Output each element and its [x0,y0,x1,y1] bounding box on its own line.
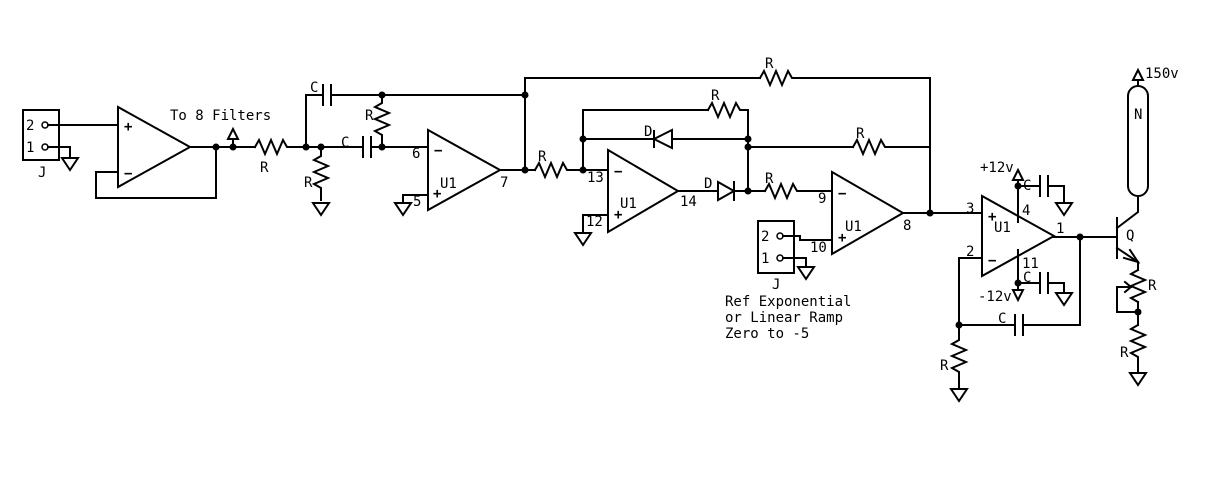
plus-sign: + [838,230,846,246]
capacitor [1039,272,1049,294]
plus-sign: + [988,209,996,225]
ref-note-line-2: or Linear Ramp [725,310,843,326]
pin-number: 9 [818,191,826,207]
ref-note-line-1: Ref Exponential [725,294,851,310]
pin-number: 14 [680,194,697,210]
pin-number: 13 [587,170,604,186]
opamp-label: U1 [620,196,637,212]
opamp-label: U1 [440,176,457,192]
pin-number: 6 [412,146,420,162]
resistor [949,324,969,389]
capacitor-label: C [310,80,318,96]
resistor [758,68,931,214]
neon-lamp: N [1127,85,1149,197]
diode [717,180,737,202]
resistor-label: R [365,108,374,124]
pin-number: 7 [500,175,508,191]
jack-pin-2: 2 [761,229,769,245]
ground-symbol [1054,292,1074,307]
resistor [533,160,609,180]
capacitor-label: C [1023,270,1031,286]
ground-symbol [1128,372,1148,387]
resistor [253,137,307,157]
potentiometer [1128,268,1148,304]
reference-jack: 2 1 J [757,220,795,293]
resistor [706,100,749,120]
jack-pin-1: 1 [26,140,34,156]
output-arrow-icon [226,126,240,148]
resistor [851,137,931,157]
resistor-label: R [856,126,865,142]
to-filters-label: To 8 Filters [170,108,271,124]
resistor-label: R [260,160,269,176]
ground-symbol [1054,202,1074,217]
opamp-u1-c: − + U1 [831,170,905,256]
ground-symbol [393,202,413,217]
jack-pin-2: 2 [26,118,34,134]
ref-note-line-3: Zero to -5 [725,326,809,342]
resistor-label: R [1120,345,1129,361]
ground-symbol [796,266,816,281]
pin-number: 8 [903,218,911,234]
opamp-u1-a: − + U1 [427,128,503,212]
resistor-label: R [538,149,547,165]
ground-symbol [60,157,80,172]
opamp-label: U1 [994,220,1011,236]
plus-sign: + [433,186,441,202]
pin-number: 10 [810,240,827,256]
pin-number: 2 [966,244,974,260]
opamp-buffer: + − [117,105,193,189]
ground-symbol [311,202,331,217]
capacitor [322,84,332,106]
minus-sign: − [838,186,846,202]
diode [651,128,673,150]
resistor-label: R [1148,278,1157,294]
diode-label: D [644,124,652,140]
pin-number: 1 [1056,221,1064,237]
pin-number: 11 [1022,256,1039,272]
supply-arrow-icon [1011,289,1025,303]
resistor [372,94,392,148]
minus-sign: − [614,164,622,180]
minus-sign: − [988,253,996,269]
capacitor-label: C [1023,178,1031,194]
ground-symbol [949,388,969,403]
transistor-label: Q [1126,228,1134,244]
resistor [311,146,331,201]
ground-symbol [573,232,593,247]
capacitor [362,136,372,158]
resistor [763,181,833,201]
minus-sign: − [124,166,132,182]
jack-pin-1: 1 [761,251,769,267]
opamp-label: U1 [845,219,862,235]
minus-sign: − [434,143,442,159]
opamp-u1-b: − + U1 [607,148,680,234]
capacitor-label: C [341,135,349,151]
pin-number: 5 [413,194,421,210]
capacitor-label: C [998,311,1006,327]
pin-number: 12 [586,214,603,230]
plus-sign: + [614,207,622,223]
supply-arrow-icon [1131,67,1145,81]
resistor-label: R [711,88,720,104]
plus-sign: + [124,119,132,135]
capacitor [1039,175,1049,197]
neon-label: N [1134,107,1142,123]
hv-label: 150v [1145,66,1179,82]
pin-number: 3 [966,201,974,217]
resistor-label: R [940,358,949,374]
jack-label: J [772,277,780,293]
input-jack: 2 1 J [22,109,60,181]
jack-label: J [38,165,46,181]
vneg-label: -12v [978,289,1012,305]
resistor [1128,323,1148,373]
resistor-label: R [765,56,774,72]
resistor-label: R [304,175,313,191]
pin-number: 4 [1022,203,1030,219]
vpos-label: +12v [980,160,1014,176]
resistor-label: R [765,171,774,187]
diode-label: D [704,176,712,192]
capacitor [1014,314,1024,336]
